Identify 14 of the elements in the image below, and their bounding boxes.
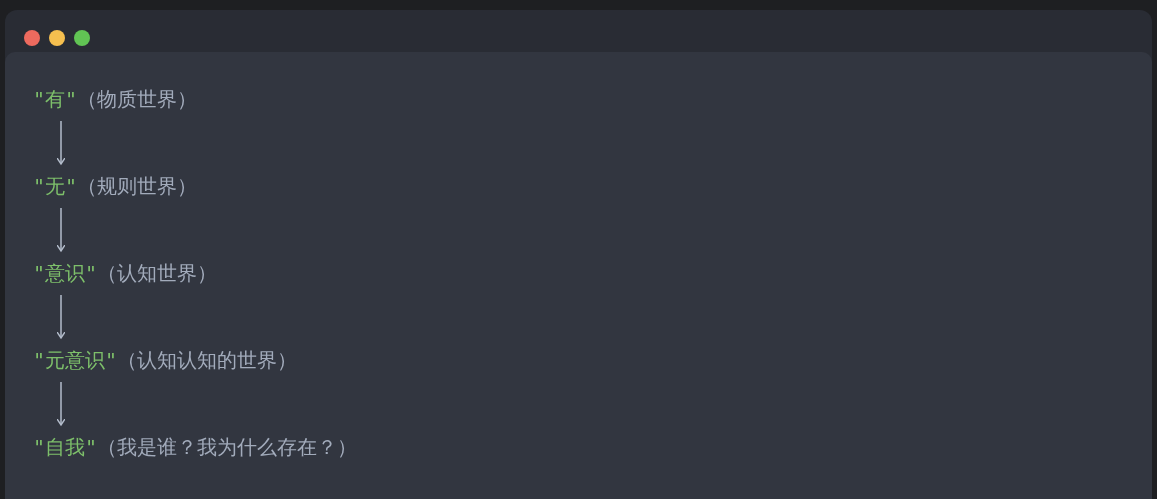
quoted-term: "意识" — [33, 261, 98, 285]
description-text: （我是谁？我为什么存在？） — [97, 435, 358, 459]
description-text: （认知认知的世界） — [117, 348, 298, 372]
description-text: （认知世界） — [97, 261, 218, 285]
quoted-term: "元意识" — [33, 348, 118, 372]
description-text: （物质世界） — [77, 87, 198, 111]
quoted-term: "自我" — [33, 435, 98, 459]
arrow — [56, 207, 66, 252]
arrow — [56, 294, 66, 339]
arrow — [56, 381, 66, 426]
description-text: （规则世界） — [77, 174, 198, 198]
quoted-term: "有" — [33, 87, 78, 111]
quoted-term: "无" — [33, 174, 78, 198]
arrow — [56, 120, 66, 165]
